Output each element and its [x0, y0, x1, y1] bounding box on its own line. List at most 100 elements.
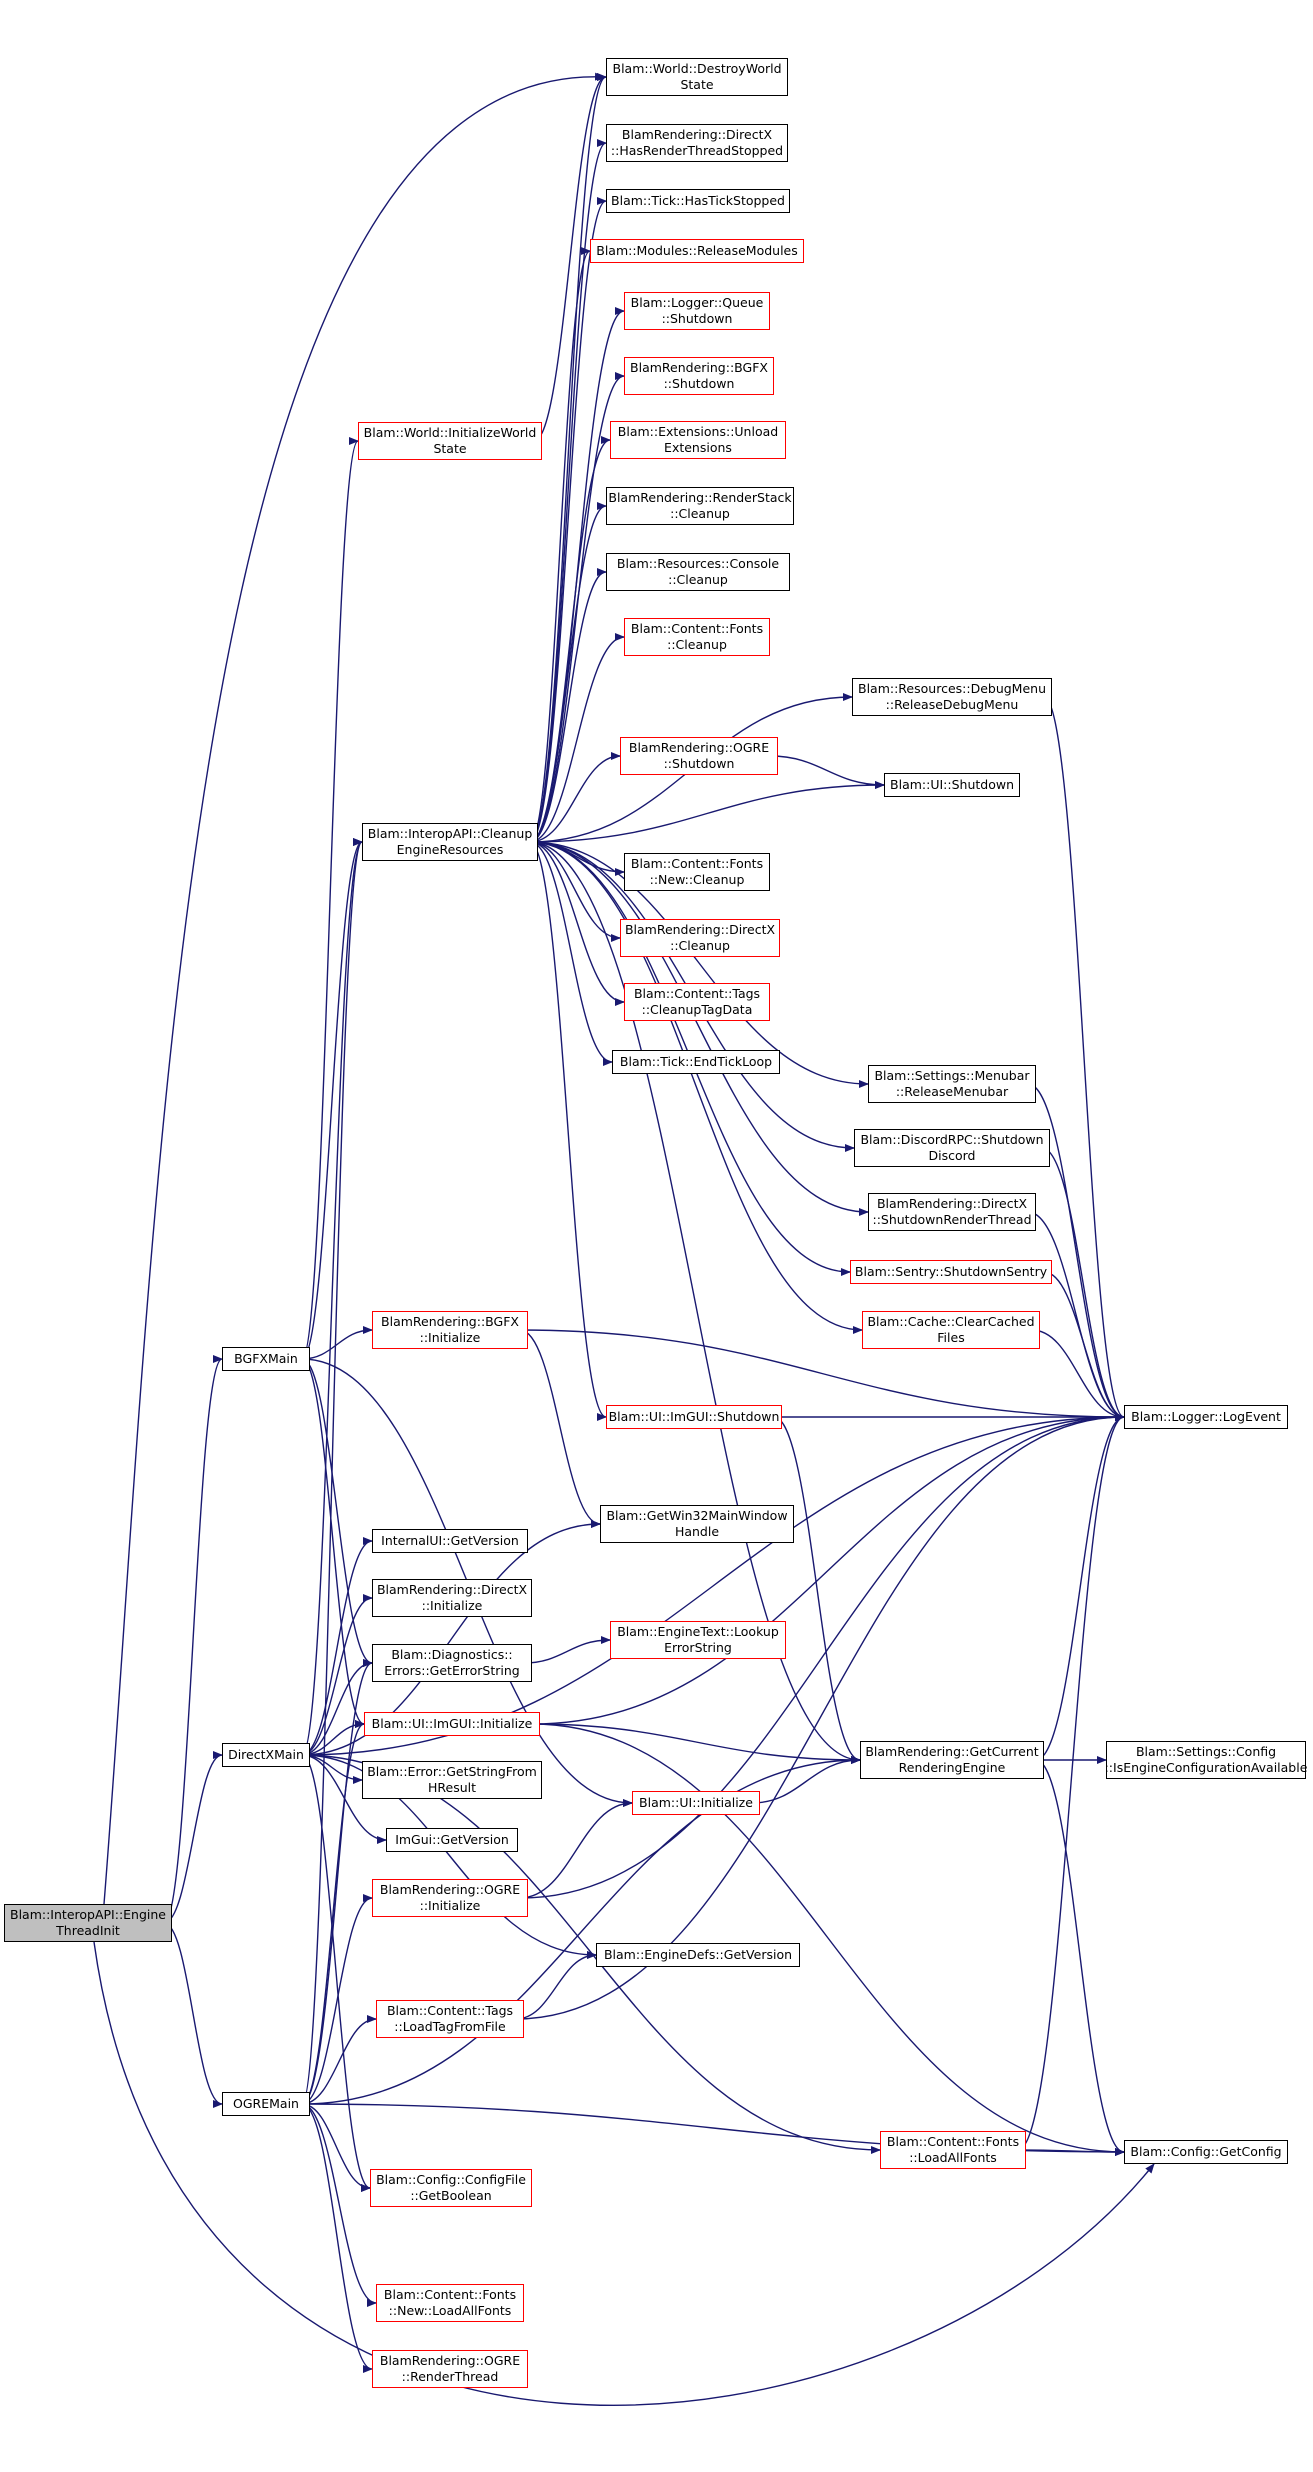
node-configfile-get-boolean[interactable]: Blam::Config::ConfigFile::GetBoolean: [370, 2169, 532, 2207]
node-directx-has-render-thread-stopped[interactable]: BlamRendering::DirectX::HasRenderThreadS…: [606, 124, 788, 162]
node-renderstack-cleanup[interactable]: BlamRendering::RenderStack::Cleanup: [606, 487, 794, 525]
node-label: BlamRendering::DirectX::HasRenderThreadS…: [611, 127, 783, 159]
node-label: Blam::Diagnostics::Errors::GetErrorStrin…: [384, 1647, 519, 1679]
node-label: Blam::Config::ConfigFile::GetBoolean: [376, 2172, 526, 2204]
node-label-line: ::Initialize: [419, 1898, 481, 1913]
edge-imgui-initialize-to-config-get-config: [531, 1723, 1125, 2156]
node-label-line: Blam::Diagnostics::: [391, 1647, 513, 1662]
node-label-line: ::GetBoolean: [410, 2188, 492, 2203]
node-tick-end-tick-loop[interactable]: Blam::Tick::EndTickLoop: [612, 1050, 780, 1074]
node-label: Blam::UI::Shutdown: [890, 777, 1014, 793]
node-directx-main[interactable]: DirectXMain: [222, 1743, 310, 1767]
node-label-line: Blam::Tick::HasTickStopped: [611, 193, 785, 208]
node-bgfx-initialize[interactable]: BlamRendering::BGFX::Initialize: [372, 1311, 528, 1349]
edge-directx-main-to-directx-initialize: [301, 1594, 373, 1756]
node-tick-has-tick-stopped[interactable]: Blam::Tick::HasTickStopped: [606, 189, 790, 213]
node-enginedefs-get-version[interactable]: Blam::EngineDefs::GetVersion: [596, 1943, 800, 1967]
node-modules-release-modules[interactable]: Blam::Modules::ReleaseModules: [590, 239, 804, 263]
node-diagnostics-get-error-string[interactable]: Blam::Diagnostics::Errors::GetErrorStrin…: [372, 1644, 532, 1682]
edge-bgfx-main-to-bgfx-initialize: [301, 1326, 373, 1360]
node-label-line: State: [433, 441, 467, 456]
node-label-line: Blam::UI::Initialize: [639, 1795, 753, 1810]
node-label-line: Blam::Config::ConfigFile: [376, 2172, 526, 2187]
node-internalui-get-version[interactable]: InternalUI::GetVersion: [372, 1529, 528, 1553]
node-label: Blam::Sentry::ShutdownSentry: [855, 1264, 1047, 1280]
node-directx-shutdown-render-thread[interactable]: BlamRendering::DirectX::ShutdownRenderTh…: [868, 1193, 1036, 1231]
node-label-line: Blam::Logger::LogEvent: [1131, 1409, 1281, 1424]
edge-ogre-main-to-imgui-initialize: [301, 1720, 365, 2105]
node-bgfx-shutdown[interactable]: BlamRendering::BGFX::Shutdown: [624, 357, 774, 395]
edge-directx-main-to-enginedefs-get-version: [301, 1754, 597, 1959]
edge-cleanup-engine-resources-to-cache-clear-cached-files: [529, 841, 863, 1334]
node-ui-initialize[interactable]: Blam::UI::Initialize: [632, 1791, 760, 1815]
node-label-line: ::New::Cleanup: [649, 872, 745, 887]
node-imgui-get-version[interactable]: ImGui::GetVersion: [386, 1828, 518, 1852]
node-label: Blam::Settings::Config::IsEngineConfigur…: [1105, 1744, 1308, 1776]
node-label: BlamRendering::BGFX::Shutdown: [630, 360, 768, 392]
edge-tags-load-tag-from-file-to-logger-log-event: [515, 1413, 1125, 2020]
node-label-line: HResult: [427, 1780, 477, 1795]
node-fonts-new-load-all-fonts[interactable]: Blam::Content::Fonts::New::LoadAllFonts: [376, 2284, 524, 2322]
node-label-line: ::RenderThread: [401, 2369, 499, 2384]
edge-ogre-main-to-ogre-initialize: [301, 1894, 373, 2105]
node-fonts-new-cleanup[interactable]: Blam::Content::Fonts::New::Cleanup: [624, 853, 770, 891]
node-label-line: Blam::Resources::Console: [616, 556, 780, 571]
edge-directx-main-to-internalui-get-version: [301, 1537, 373, 1756]
node-config-get-config[interactable]: Blam::Config::GetConfig: [1124, 2140, 1288, 2164]
node-sentry-shutdown-sentry[interactable]: Blam::Sentry::ShutdownSentry: [850, 1260, 1052, 1284]
node-imgui-shutdown[interactable]: Blam::UI::ImGUI::Shutdown: [606, 1405, 782, 1429]
node-ogre-main[interactable]: OGREMain: [222, 2092, 310, 2116]
node-label-line: Blam::Content::Tags: [633, 986, 761, 1001]
node-tags-cleanup-tag-data[interactable]: Blam::Content::Tags::CleanupTagData: [624, 983, 770, 1021]
node-label-line: BlamRendering::DirectX: [876, 1196, 1028, 1211]
node-label: Blam::Content::Fonts::New::Cleanup: [631, 856, 763, 888]
edge-cleanup-engine-resources-to-tick-end-tick-loop: [529, 841, 613, 1066]
node-label-line: Blam::World::InitializeWorld: [363, 425, 537, 440]
node-resources-console-cleanup[interactable]: Blam::Resources::Console::Cleanup: [606, 553, 790, 591]
node-imgui-initialize[interactable]: Blam::UI::ImGUI::Initialize: [364, 1712, 540, 1736]
node-label-line: ::New::LoadAllFonts: [388, 2303, 512, 2318]
node-fonts-load-all-fonts[interactable]: Blam::Content::Fonts::LoadAllFonts: [880, 2131, 1026, 2169]
edge-cleanup-engine-resources-to-directx-cleanup: [529, 841, 621, 942]
node-ogre-shutdown[interactable]: BlamRendering::OGRE::Shutdown: [620, 737, 778, 775]
node-ui-shutdown[interactable]: Blam::UI::Shutdown: [884, 773, 1020, 797]
node-directx-initialize[interactable]: BlamRendering::DirectX::Initialize: [372, 1579, 532, 1617]
node-bgfx-main[interactable]: BGFXMain: [222, 1347, 310, 1371]
node-ogre-initialize[interactable]: BlamRendering::OGRE::Initialize: [372, 1879, 528, 1917]
node-label-line: Blam::Settings::Menubar: [874, 1068, 1030, 1083]
node-label-line: Blam::Logger::Queue: [630, 295, 764, 310]
node-config-is-engine-configuration-available[interactable]: Blam::Settings::Config::IsEngineConfigur…: [1105, 1741, 1308, 1779]
node-label: BlamRendering::OGRE::Initialize: [380, 1882, 520, 1914]
edge-directx-main-to-get-win32-main-window-handle: [301, 1520, 601, 1756]
node-label-line: ::ReleaseDebugMenu: [885, 697, 1019, 712]
node-menubar-release-menubar[interactable]: Blam::Settings::Menubar::ReleaseMenubar: [868, 1065, 1036, 1103]
node-label-line: BlamRendering::BGFX: [381, 1314, 519, 1329]
node-fonts-cleanup[interactable]: Blam::Content::Fonts::Cleanup: [624, 618, 770, 656]
node-logger-log-event[interactable]: Blam::Logger::LogEvent: [1124, 1405, 1288, 1429]
node-logger-queue-shutdown[interactable]: Blam::Logger::Queue::Shutdown: [624, 292, 770, 330]
node-ogre-render-thread[interactable]: BlamRendering::OGRE::RenderThread: [372, 2350, 528, 2388]
node-resources-release-debug-menu[interactable]: Blam::Resources::DebugMenu::ReleaseDebug…: [852, 678, 1052, 716]
node-tags-load-tag-from-file[interactable]: Blam::Content::Tags::LoadTagFromFile: [376, 2000, 524, 2038]
node-label-line: ::Cleanup: [670, 506, 730, 521]
edge-cleanup-engine-resources-to-ogre-shutdown: [529, 752, 621, 843]
node-directx-cleanup[interactable]: BlamRendering::DirectX::Cleanup: [620, 919, 780, 957]
node-label-line: BlamRendering::DirectX: [624, 922, 776, 937]
edge-ogre-initialize-to-logger-log-event: [519, 1413, 1125, 1899]
